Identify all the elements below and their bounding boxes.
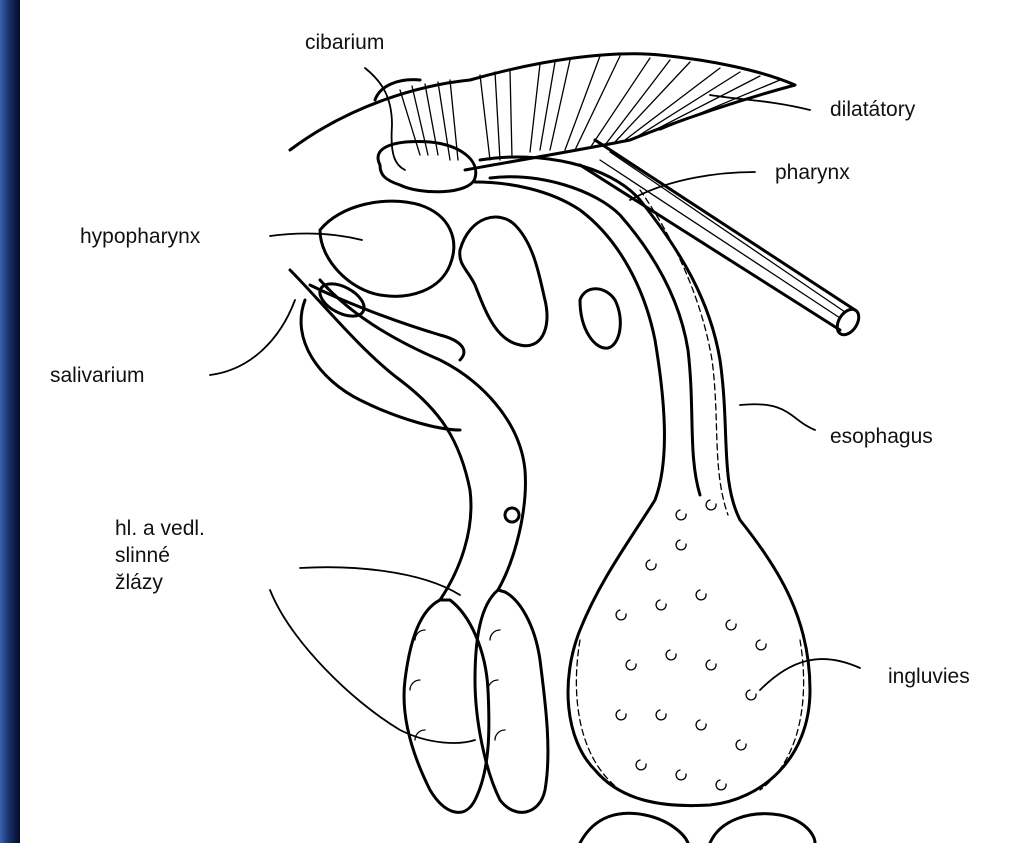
label-salivary-glands-line3: žlázy [115, 570, 163, 595]
foregut-diagram [20, 0, 1028, 843]
label-salivary-glands-line1: hl. a vedl. [115, 516, 205, 541]
label-salivarium: salivarium [50, 363, 145, 388]
label-ingluvies: ingluvies [888, 664, 970, 689]
lower-structures [580, 813, 815, 843]
label-pharynx: pharynx [775, 160, 850, 185]
label-salivary-glands-line2: slinné [115, 543, 170, 568]
label-esophagus: esophagus [830, 424, 933, 449]
hypopharynx-shape [320, 201, 454, 296]
label-hypopharynx: hypopharynx [80, 224, 200, 249]
diagram-panel: cibarium dilatátory pharynx hypopharynx … [20, 0, 1028, 843]
salivary-glands [404, 590, 548, 812]
label-dilatatory: dilatátory [830, 97, 915, 122]
dilator-muscles [290, 54, 863, 339]
label-cibarium: cibarium [305, 30, 384, 55]
pharyngeal-glands [460, 217, 621, 348]
